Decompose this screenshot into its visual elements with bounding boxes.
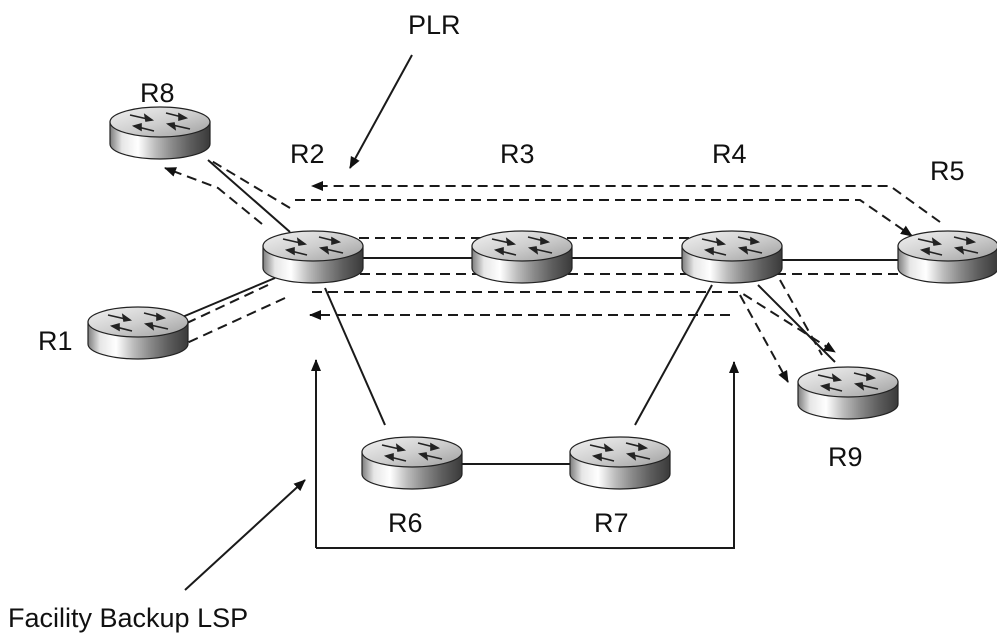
label-r4: R4 — [712, 139, 747, 169]
router-r4-icon — [681, 230, 783, 284]
label-r9: R9 — [828, 442, 863, 472]
router-r8-icon — [109, 106, 211, 160]
label-r5: R5 — [930, 156, 965, 186]
physical-links — [179, 159, 905, 465]
label-r6: R6 — [388, 508, 423, 538]
router-r6-icon — [361, 436, 463, 490]
label-r3: R3 — [500, 139, 535, 169]
router-r1-icon — [87, 306, 189, 360]
router-r7-icon — [569, 436, 671, 490]
label-facility-backup-lsp: Facility Backup LSP — [8, 603, 248, 633]
label-r8: R8 — [140, 78, 175, 108]
facility-backup-lsp-path — [311, 359, 739, 549]
plr-pointer-arrow — [349, 54, 413, 169]
label-plr: PLR — [408, 10, 461, 40]
router-r9-icon — [797, 366, 899, 420]
label-r2: R2 — [290, 139, 325, 169]
label-r7: R7 — [594, 508, 629, 538]
label-r1: R1 — [38, 326, 73, 356]
router-r3-icon — [471, 230, 573, 284]
router-r5-icon — [897, 230, 997, 284]
router-r2-icon — [262, 230, 364, 284]
facility-backup-pointer-arrow — [184, 479, 306, 591]
